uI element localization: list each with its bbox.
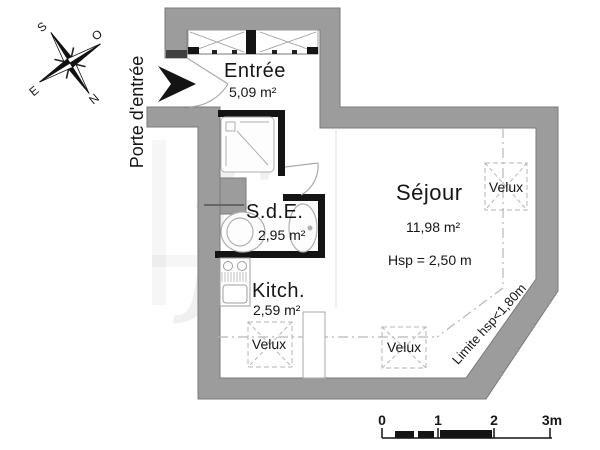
velux-label-center: Velux xyxy=(386,339,422,355)
kitchenette xyxy=(219,257,251,307)
room-area-entree: 5,09 m² xyxy=(229,84,277,100)
room-area-kitchen: 2,59 m² xyxy=(253,302,301,318)
sde-door-swing xyxy=(284,162,319,196)
scale-tick-2: 2 xyxy=(490,412,498,428)
closet xyxy=(187,29,319,55)
entrance-arrow-icon xyxy=(158,66,196,102)
velux-skylight-sejour xyxy=(484,162,528,211)
room-name-kitchen: Kitch. xyxy=(252,280,306,302)
partition-walls xyxy=(215,110,325,258)
ridge-lines xyxy=(218,128,504,338)
room-name-sde: S.d.E. xyxy=(246,201,304,223)
room-name-sejour: Séjour xyxy=(396,180,463,205)
room-name-entree: Entrée xyxy=(224,60,286,82)
duct-block xyxy=(204,177,247,215)
velux-label-sejour: Velux xyxy=(488,179,524,195)
scale-tick-1: 1 xyxy=(434,412,442,428)
scale-tick-0: 0 xyxy=(378,412,386,428)
entrance-door-label: Porte d'entrée xyxy=(126,55,147,169)
toilet xyxy=(220,211,266,253)
scale-bar-graphic xyxy=(381,428,552,439)
low-partition xyxy=(302,311,326,379)
compass-rose xyxy=(39,32,101,94)
shower-tray xyxy=(220,116,275,173)
velux-label-kitchen: Velux xyxy=(251,336,287,352)
scale-tick-3m: 3m xyxy=(541,412,563,428)
room-area-sejour: 11,98 m² xyxy=(406,219,461,235)
outer-walls xyxy=(146,7,559,400)
ceiling-height-label: Hsp = 2,50 m xyxy=(388,252,472,268)
door-jamb-cap xyxy=(166,50,187,58)
washbasin xyxy=(288,203,318,253)
velux-skylight-kitchen xyxy=(247,321,293,368)
velux-skylight-center xyxy=(381,326,427,369)
room-area-sde: 2,95 m² xyxy=(258,227,306,243)
entrance-door-swing xyxy=(186,57,229,108)
